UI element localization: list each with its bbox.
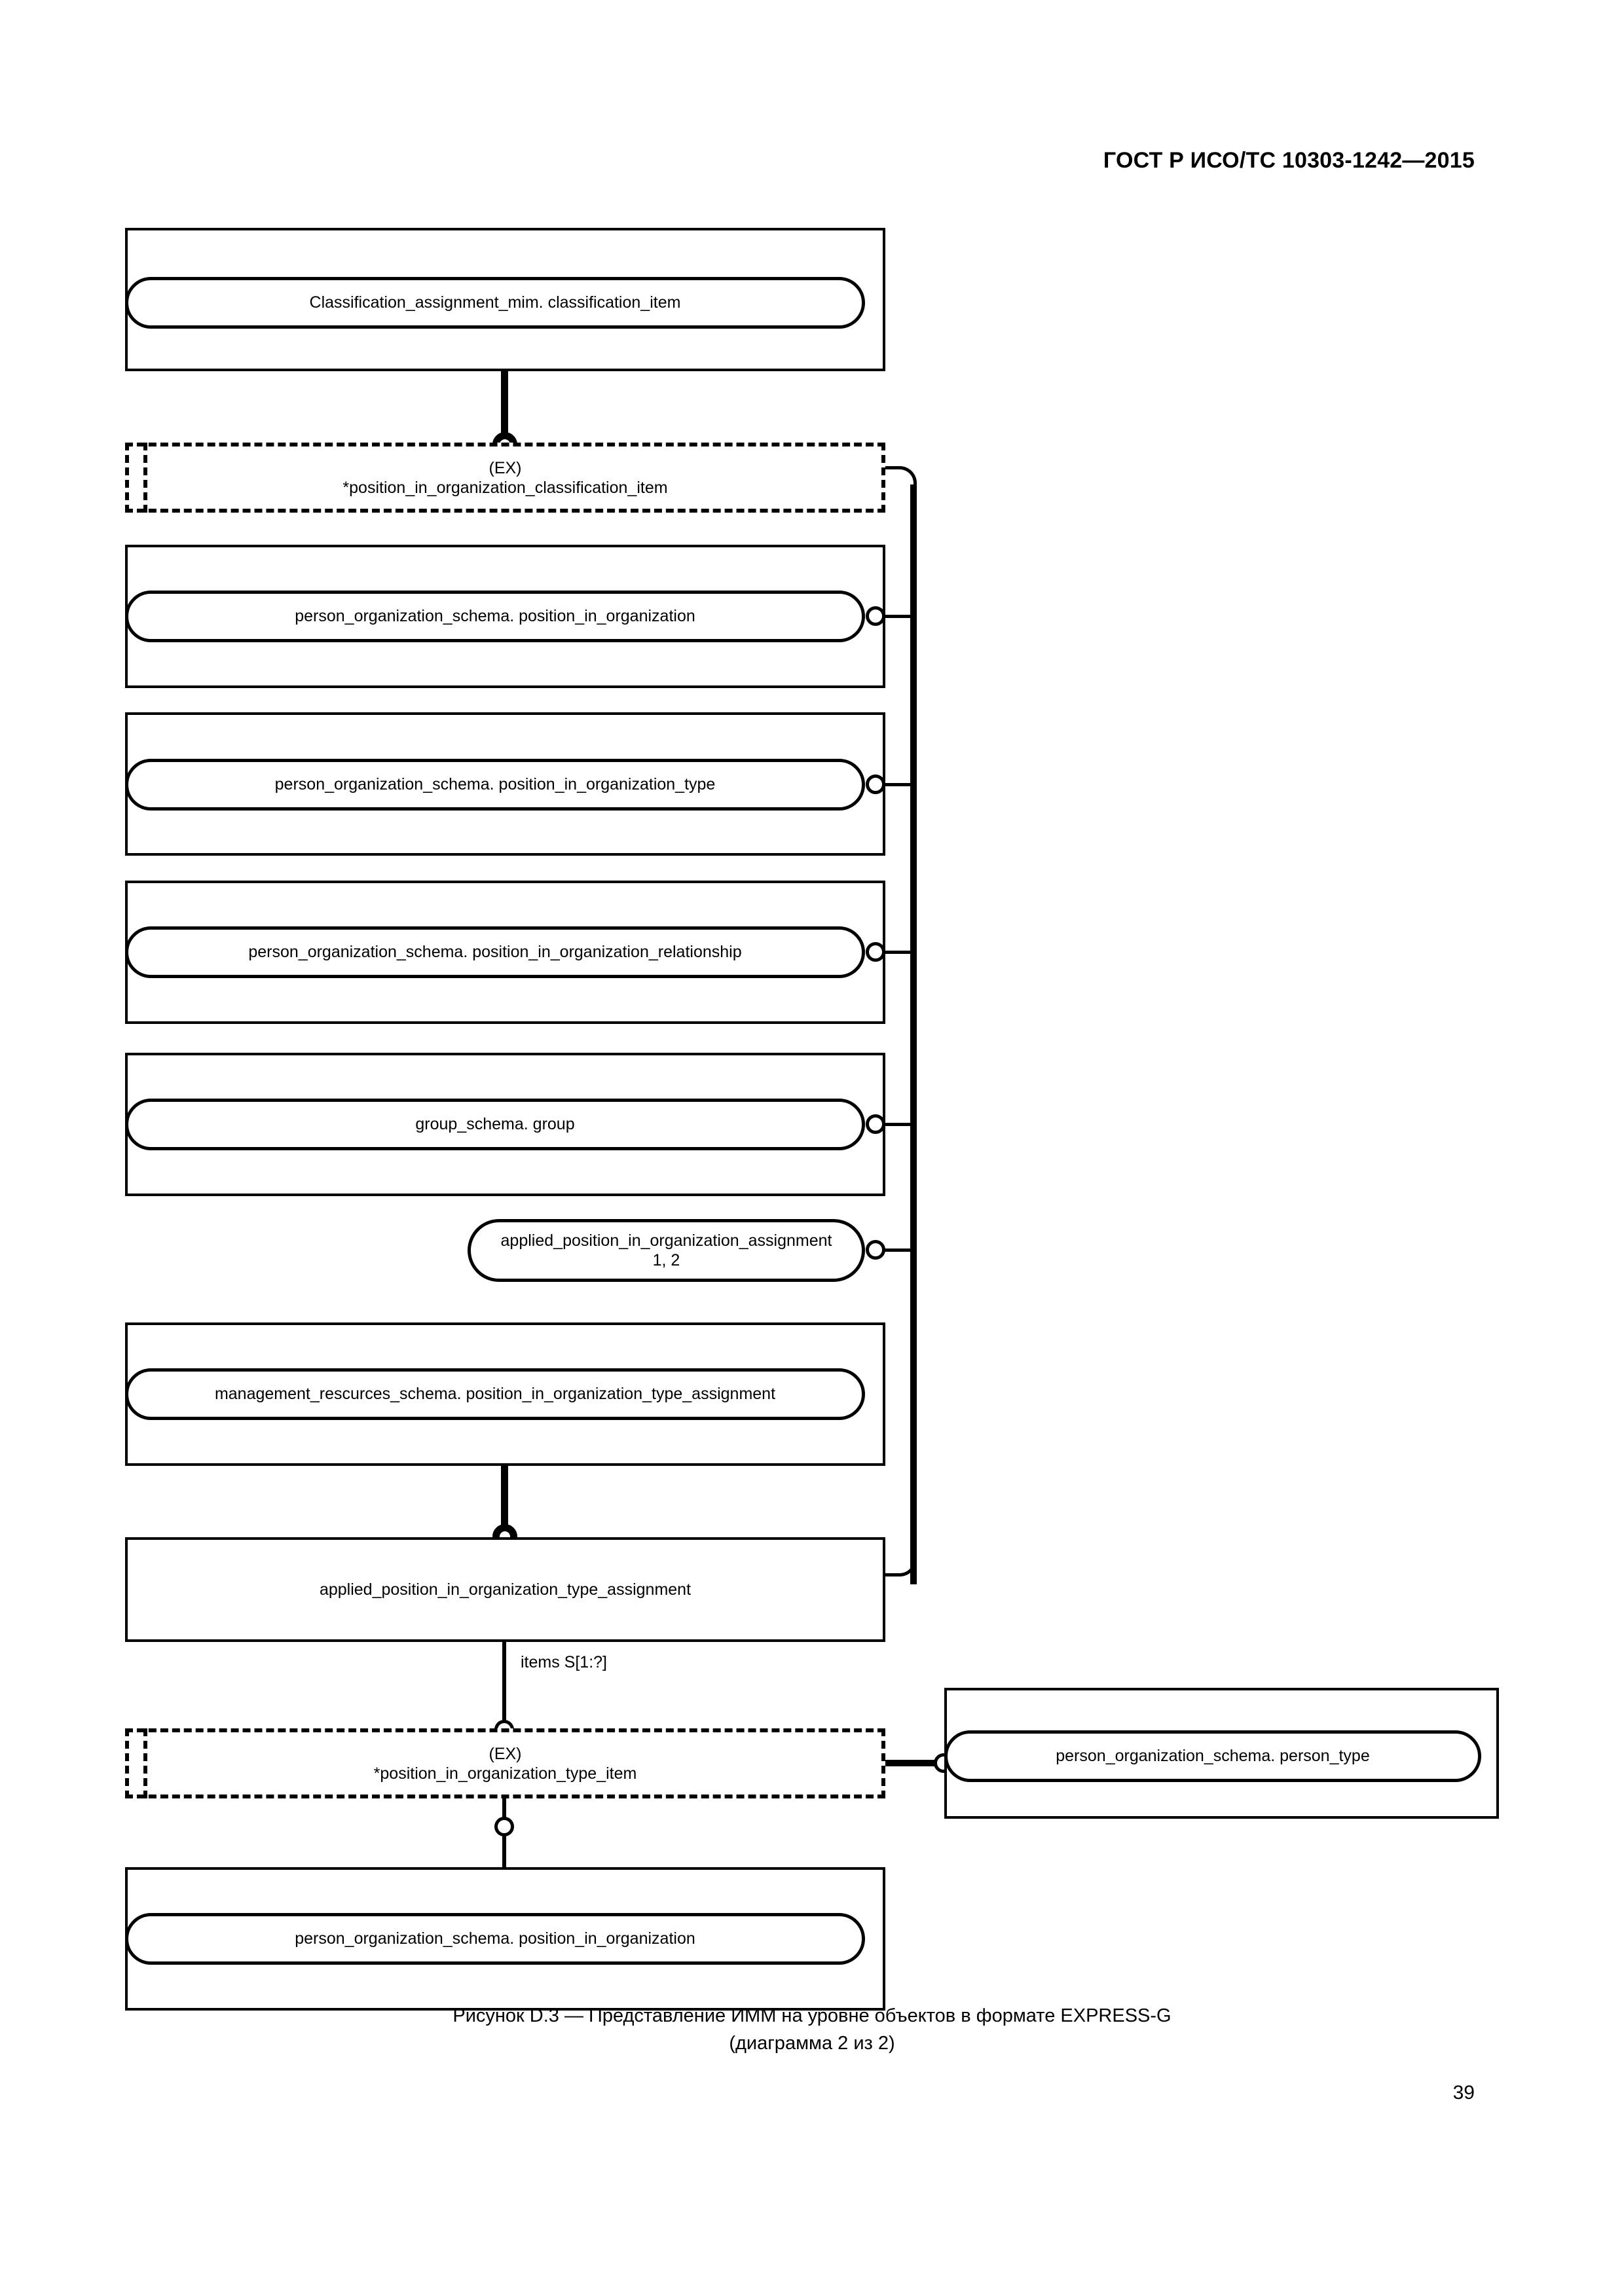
node-management-rescurces-schema-pill[interactable]: management_rescurces_schema. position_in… [125, 1368, 865, 1420]
node-position-in-organization-type-label: person_organization_schema. position_in_… [274, 775, 716, 794]
node-classification-item-pill[interactable]: Classification_assignment_mim. classific… [125, 277, 865, 329]
edge-applied-to-ex-type-item-line [502, 1642, 506, 1727]
node-ex-position-type-item-label: *position_in_organization_type_item [373, 1764, 637, 1783]
branch-line-position-in-organization-type [883, 783, 912, 786]
node-position-in-organization-type-pill[interactable]: person_organization_schema. position_in_… [125, 759, 865, 811]
dashed-left-edge-decoration-2 [143, 1728, 147, 1798]
node-group-schema-group-pill[interactable]: group_schema. group [125, 1099, 865, 1150]
node-position-in-organization-relationship-label: person_organization_schema. position_in_… [248, 943, 742, 962]
edge-classification-to-ex-line [501, 371, 508, 440]
node-classification-item-label: Classification_assignment_mim. classific… [309, 293, 681, 312]
branch-ring-applied-position-assignment [866, 1240, 885, 1260]
node-ex-position-type-item[interactable]: (EX) *position_in_organization_type_item [125, 1728, 885, 1798]
dashed-left-edge-decoration [143, 443, 147, 513]
node-position-in-organization-relationship-pill[interactable]: person_organization_schema. position_in_… [125, 926, 865, 978]
edge-label-items: items S[1:?] [521, 1653, 607, 1671]
node-applied-position-in-organization-assignment[interactable]: applied_position_in_organization_assignm… [468, 1219, 865, 1282]
node-management-rescurces-schema-label: management_rescurces_schema. position_in… [214, 1385, 776, 1404]
bus-top-elbow [885, 466, 917, 494]
branch-ring-position-in-organization-relationship [866, 942, 885, 962]
figure-caption-line-1: Рисунок D.3 — Представление ИММ на уровн… [452, 2005, 1172, 2026]
node-applied-position-in-organization-assignment-label: applied_position_in_organization_assignm… [500, 1231, 832, 1250]
node-group-schema-group-label: group_schema. group [415, 1115, 575, 1134]
bus-vertical-line [910, 484, 917, 1584]
document-header: ГОСТ Р ИСО/ТС 10303-1242—2015 [1103, 148, 1475, 173]
node-person-type-label: person_organization_schema. person_type [1056, 1747, 1370, 1766]
branch-ring-position-in-organization-1 [866, 606, 885, 626]
branch-line-position-in-organization-relationship [883, 951, 912, 954]
node-ex-position-type-item-tag: (EX) [489, 1744, 522, 1763]
figure-caption-line-2: (диаграмма 2 из 2) [729, 2033, 895, 2054]
branch-line-position-in-organization-1 [883, 615, 912, 618]
page-number: 39 [1452, 2082, 1475, 2104]
branch-line-applied-position-assignment [883, 1248, 912, 1252]
node-applied-position-in-organization-type-assignment-label: applied_position_in_organization_type_as… [319, 1580, 692, 1599]
branch-line-group-schema-group [883, 1123, 912, 1126]
edge-ex-type-item-to-position-ring [494, 1817, 514, 1836]
node-person-type-pill[interactable]: person_organization_schema. person_type [944, 1730, 1481, 1782]
node-applied-position-in-organization-type-assignment-box[interactable] [125, 1537, 885, 1642]
node-applied-position-in-organization-assignment-sublabel: 1, 2 [652, 1251, 680, 1269]
node-position-in-organization-1-label: person_organization_schema. position_in_… [295, 607, 695, 626]
edge-ex-type-item-to-person-type-line [885, 1760, 944, 1766]
node-ex-position-classification-item-label: *position_in_organization_classification… [342, 478, 668, 497]
figure-caption: Рисунок D.3 — Представление ИММ на уровн… [0, 2002, 1624, 2057]
branch-ring-position-in-organization-type [866, 774, 885, 794]
node-ex-position-classification-item-tag: (EX) [489, 458, 522, 477]
node-position-in-organization-1-pill[interactable]: person_organization_schema. position_in_… [125, 591, 865, 642]
edge-management-to-applied-line [501, 1466, 508, 1538]
node-position-in-organization-2-label: person_organization_schema. position_in_… [295, 1929, 695, 1948]
node-position-in-organization-2-pill[interactable]: person_organization_schema. position_in_… [125, 1913, 865, 1965]
bus-bottom-elbow [885, 1549, 917, 1576]
branch-ring-group-schema-group [866, 1114, 885, 1134]
node-ex-position-classification-item[interactable]: (EX) *position_in_organization_classific… [125, 443, 885, 513]
